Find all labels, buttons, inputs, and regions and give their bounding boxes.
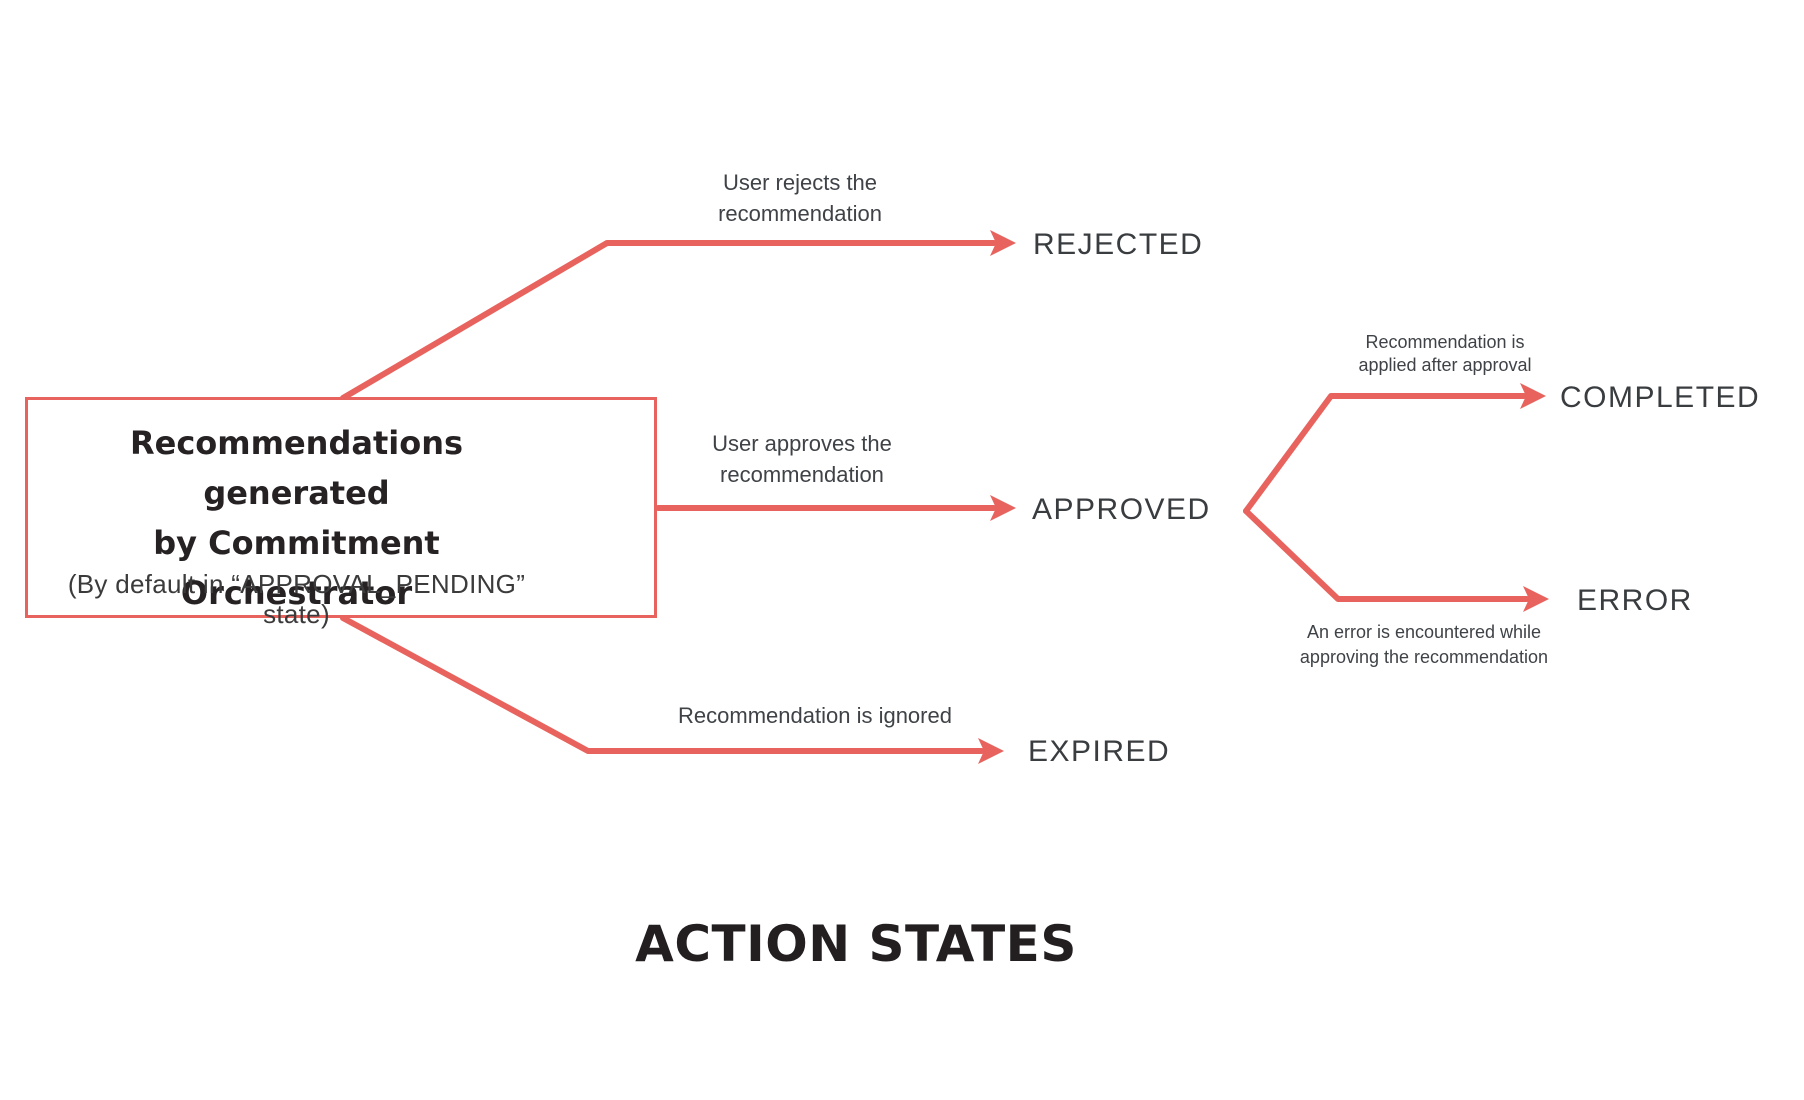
edge-label-complete: Recommendation is applied after approval — [1358, 331, 1531, 377]
source-box-title: Recommendations generated by Commitment … — [33, 418, 560, 618]
edge-label-error-line2: approving the recommendation — [1299, 647, 1549, 667]
edge-line-complete — [1243, 393, 1527, 514]
state-label-rejected: REJECTED — [1033, 228, 1204, 261]
arrowhead-error-icon — [1523, 586, 1549, 612]
edge-label-error: An error is encountered while approving … — [1300, 620, 1548, 670]
source-box-title-line2: by Commitment Orchestrator — [153, 524, 440, 612]
edge-label-expire: Recommendation is ignored — [678, 700, 952, 731]
source-box-title-line1: Recommendations generated — [129, 424, 464, 512]
state-label-approved: APPROVED — [1032, 493, 1211, 526]
edge-label-reject: User rejects the recommendation — [718, 167, 882, 229]
state-label-error: ERROR — [1577, 584, 1693, 617]
state-label-expired: EXPIRED — [1028, 735, 1171, 768]
arrowhead-complete-icon — [1520, 383, 1546, 409]
edge-line-reject — [340, 240, 997, 401]
edge-label-reject-line2: recommendation — [718, 201, 882, 226]
edge-label-approve-line2: recommendation — [720, 462, 884, 487]
edge-label-approve: User approves the recommendation — [712, 428, 892, 490]
source-box-subtitle: (By default in “APPROVAL_PENDING” state) — [67, 569, 526, 629]
edge-line-expire — [340, 615, 985, 754]
arrowhead-reject-icon — [990, 230, 1016, 256]
edge-label-reject-line1: User rejects the — [722, 170, 878, 195]
edge-label-approve-line1: User approves the — [712, 431, 892, 456]
state-label-completed: COMPLETED — [1560, 381, 1761, 414]
edge-label-expire-line1: Recommendation is ignored — [678, 703, 952, 728]
edge-label-complete-line2: applied after approval — [1358, 355, 1532, 375]
edge-line-error — [1243, 508, 1530, 602]
source-state-box — [25, 397, 657, 618]
arrowhead-approve-icon — [990, 495, 1016, 521]
arrowhead-expire-icon — [978, 738, 1004, 764]
edge-label-error-line1: An error is encountered while — [1306, 622, 1542, 642]
edge-label-complete-line1: Recommendation is — [1365, 332, 1525, 352]
diagram-title: ACTION STATES — [635, 915, 1077, 973]
